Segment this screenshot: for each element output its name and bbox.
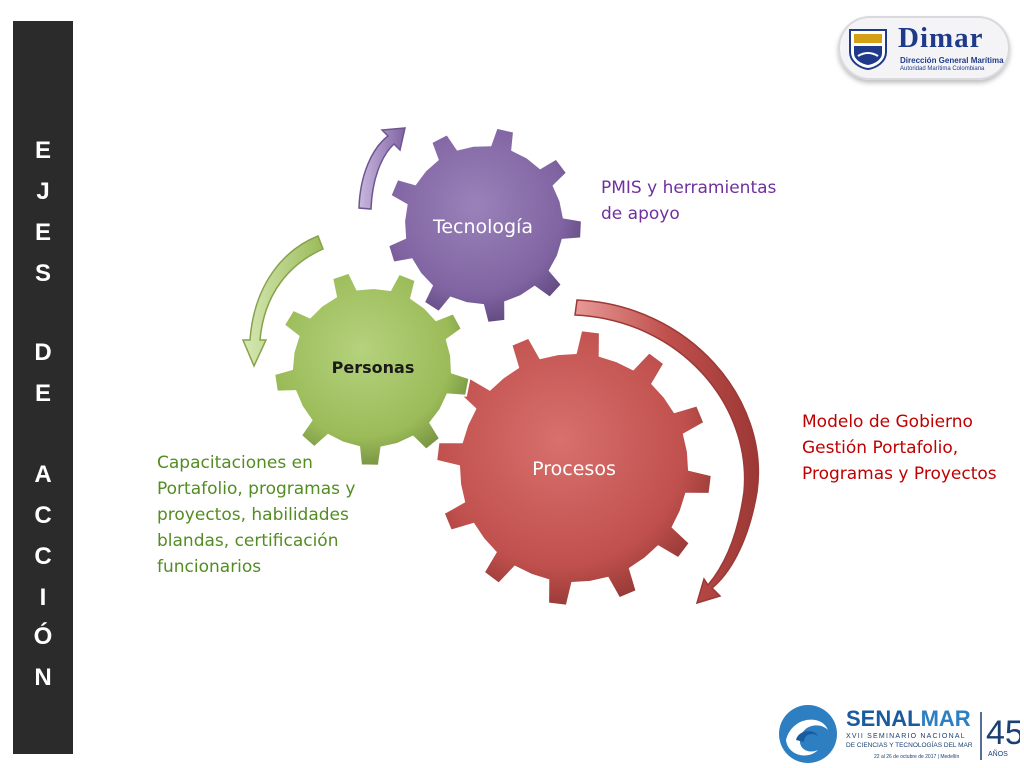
cycle-arrow-purple <box>358 127 406 210</box>
title-letter: E <box>34 137 51 164</box>
title-letter: E <box>34 380 51 407</box>
senalmar-logo: SENALMAR XVII SEMINARIO NACIONAL DE CIEN… <box>779 705 1020 763</box>
title-letter: C <box>34 543 52 570</box>
caption-tecnologia: PMIS y herramientas de apoyo <box>601 178 777 224</box>
dimar-logo: Dimar Dirección General Marítima Autorid… <box>838 16 1010 80</box>
title-letter: C <box>34 502 52 529</box>
gear-tecnologia <box>386 126 583 325</box>
title-letter: J <box>36 178 50 205</box>
wave-swirl-icon <box>779 705 837 763</box>
senalmar-line1: XVII SEMINARIO NACIONAL <box>846 733 966 740</box>
senalmar-line3: 22 al 26 de octubre de 2017 | Medellín <box>874 754 959 760</box>
dimar-subtitle: Dirección General Marítima <box>900 56 1004 65</box>
dimar-tagline: Autoridad Marítima Colombiana <box>900 66 985 72</box>
svg-text:SENALMAR: SENALMAR <box>846 706 971 731</box>
title-letter: D <box>34 339 52 366</box>
title-letter: A <box>34 461 52 488</box>
title-letter: Ó <box>33 623 53 650</box>
senalmar-name-right: MAR <box>921 706 971 731</box>
cycle-arrow-green <box>241 235 324 368</box>
gear-label-tecnologia: Tecnología <box>432 216 533 238</box>
title-letter: I <box>39 584 47 611</box>
caption-procesos: Modelo de Gobierno Gestión Portafolio, P… <box>802 412 997 484</box>
senalmar-line2: DE CIENCIAS Y TECNOLOGÍAS DEL MAR <box>846 740 973 749</box>
vertical-title-bar: E J E S D E A C C I Ó N <box>13 21 73 754</box>
title-letter: E <box>34 219 51 246</box>
senalmar-years: 45 <box>986 714 1020 752</box>
caption-personas: Capacitaciones en Portafolio, programas … <box>157 453 356 577</box>
dimar-seal-icon <box>849 29 887 70</box>
gear-label-personas: Personas <box>332 358 415 377</box>
cycle-arrow-red <box>574 299 760 605</box>
gear-label-procesos: Procesos <box>532 458 616 480</box>
senalmar-years-label: AÑOS <box>988 749 1008 758</box>
gear-personas <box>273 271 471 467</box>
gear-procesos <box>435 329 713 607</box>
senalmar-name-left: SENAL <box>846 706 921 731</box>
title-letter: N <box>34 664 52 691</box>
title-letter: S <box>34 260 51 287</box>
dimar-name: Dimar <box>898 22 984 54</box>
